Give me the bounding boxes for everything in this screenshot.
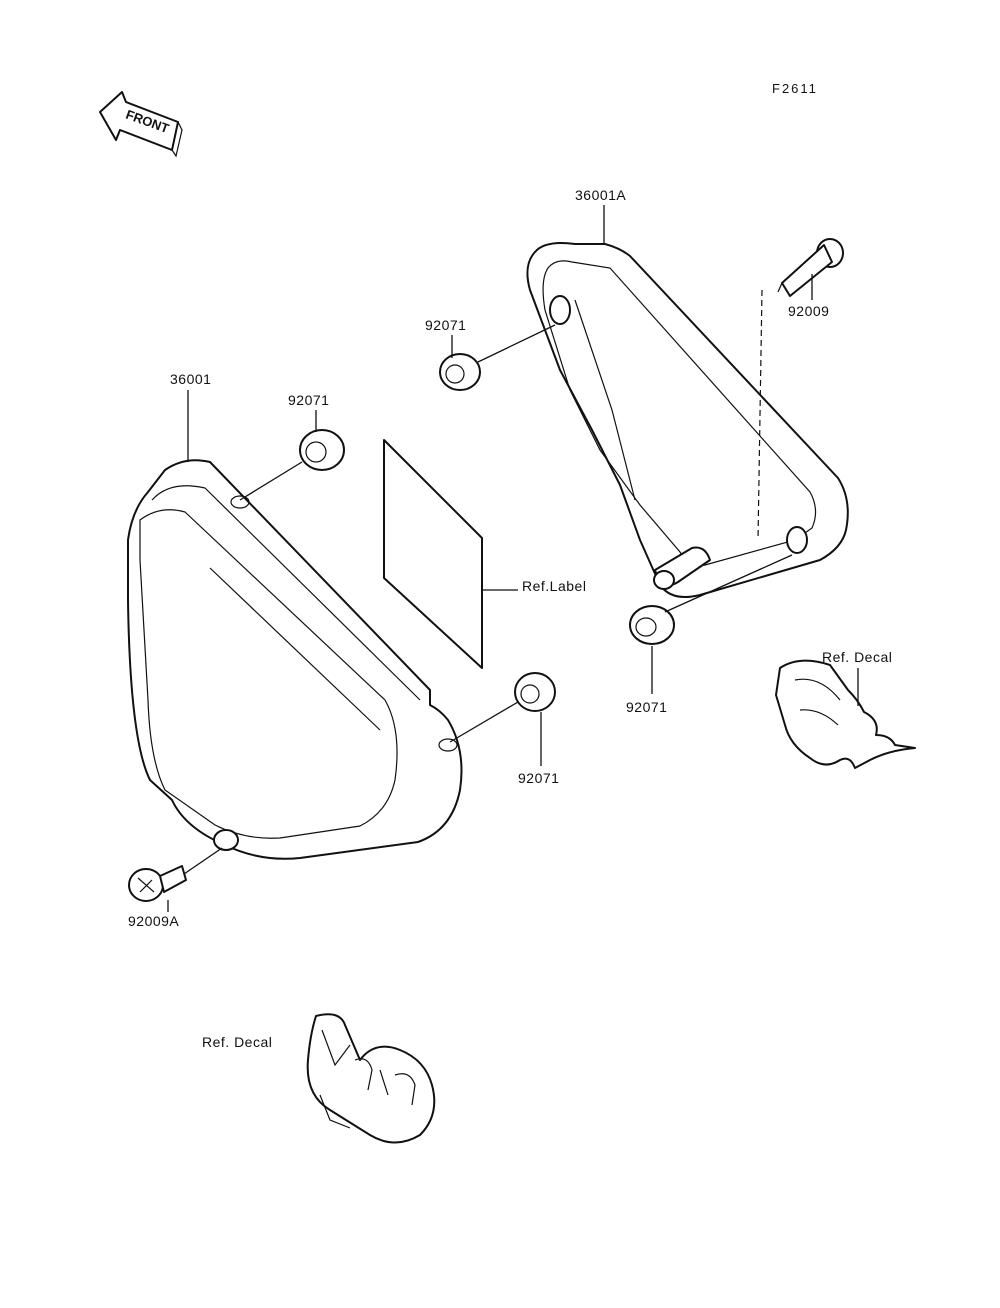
part-number-92071-left-lower: 92071 (518, 770, 559, 786)
grommet-left-upper (299, 429, 345, 471)
part-number-92071-left-upper: 92071 (288, 392, 329, 408)
part-number-92009a: 92009A (128, 913, 179, 929)
reference-decal-right-text: Ref. Decal (822, 649, 892, 665)
reference-label-sheet (383, 439, 483, 669)
bolt-right (777, 238, 844, 297)
part-number-92071-right-lower: 92071 (626, 699, 667, 715)
right-side-cover (526, 242, 849, 598)
part-number-92071-right-upper: 92071 (425, 317, 466, 333)
grommet-right-upper (439, 353, 481, 391)
reference-decal-left-text: Ref. Decal (202, 1034, 272, 1050)
bolt-left (128, 865, 187, 902)
left-side-cover (127, 459, 463, 860)
vulcan-decal-icon (306, 1013, 436, 1144)
grommet-right-lower (629, 605, 675, 645)
leader-lines (167, 205, 859, 912)
grommet-left-lower (514, 672, 556, 712)
part-number-36001: 36001 (170, 371, 211, 387)
figure-code: F2611 (772, 81, 818, 96)
reference-label-text: Ref.Label (522, 578, 586, 594)
part-number-36001a: 36001A (575, 187, 626, 203)
flame-decal-icon (775, 659, 916, 769)
part-number-92009: 92009 (788, 303, 829, 319)
front-arrow-icon: FRONT (99, 91, 183, 158)
